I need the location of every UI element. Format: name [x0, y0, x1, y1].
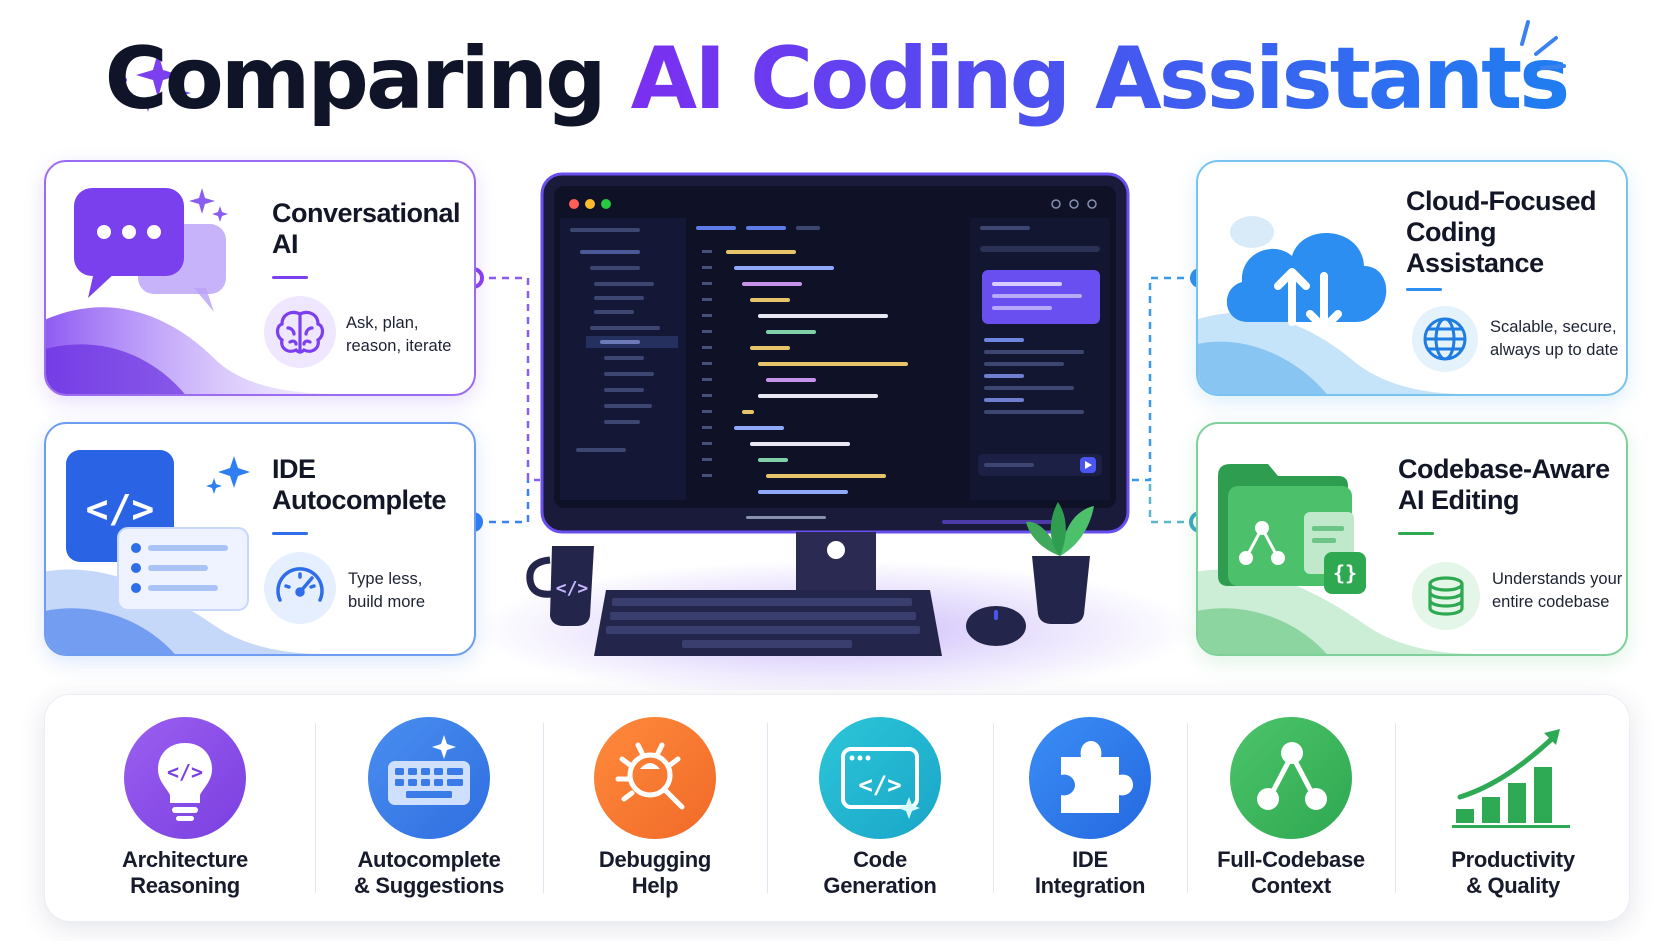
divider: [543, 723, 544, 893]
divider: [315, 723, 316, 893]
card-desc-line: entire codebase: [1492, 593, 1610, 611]
desk-illustration: </>: [460, 170, 1210, 700]
card-desc-line: Ask, plan,: [346, 314, 419, 332]
card-desc-line: reason, iterate: [346, 337, 452, 355]
divider: [1395, 723, 1396, 893]
card-title-line: Coding: [1406, 217, 1496, 247]
feature-code-generation[interactable]: </> Code Generation: [767, 695, 993, 923]
divider: [767, 723, 768, 893]
card-wave: [46, 307, 344, 394]
speedometer-icon: [264, 552, 336, 624]
card-title-line: Autocomplete: [272, 485, 447, 515]
feature-full-codebase-context[interactable]: Full-Codebase Context: [1187, 695, 1395, 923]
divider: [1187, 723, 1188, 893]
feature-label: & Suggestions: [353, 873, 505, 898]
feature-label: Code: [853, 847, 907, 872]
card-wave: [46, 569, 324, 654]
card-title-line: Cloud-Focused: [1406, 186, 1597, 216]
feature-label: Productivity: [1451, 847, 1575, 872]
database-icon: [1412, 562, 1480, 630]
feature-label: Debugging: [598, 847, 712, 872]
divider: [993, 723, 994, 893]
card-wave: [1198, 569, 1476, 654]
svg-text:</>: </>: [86, 487, 155, 531]
features-panel: </> Architecture Reasoning Autocomplete …: [44, 694, 1630, 922]
cloud-sync-icon: [1226, 216, 1387, 332]
card-title-line: AI Editing: [1398, 485, 1519, 515]
card-desc-line: Type less,: [348, 570, 423, 588]
code-window-icon: </>: [819, 717, 941, 839]
feature-autocomplete-suggestions[interactable]: Autocomplete & Suggestions: [315, 695, 543, 923]
code-editor-icon: </>: [66, 450, 250, 611]
svg-text:</>: </>: [858, 771, 901, 799]
card-title-line: AI: [272, 229, 299, 259]
network-icon: [1230, 717, 1352, 839]
chat-bubbles-icon: [74, 188, 228, 312]
globe-icon: [1412, 306, 1478, 372]
puzzle-icon: [1029, 717, 1151, 839]
card-ide-autocomplete[interactable]: </> IDE Autocomplete Type less, build mo…: [44, 422, 476, 656]
feature-label: Context: [1251, 873, 1331, 898]
feature-architecture-reasoning[interactable]: </> Architecture Reasoning: [85, 695, 285, 923]
card-title-line: IDE: [272, 454, 316, 484]
bug-magnifier-icon: [594, 717, 716, 839]
card-desc-line: always up to date: [1490, 341, 1619, 359]
title-accent: AI Coding Assistants: [630, 29, 1571, 129]
feature-label: Help: [631, 873, 679, 898]
card-rule: [1398, 532, 1434, 535]
card-desc-line: Understands your: [1492, 570, 1623, 588]
card-rule: [272, 276, 308, 279]
card-rule: [272, 532, 308, 535]
title-plain: Comparing: [104, 29, 631, 129]
feature-debugging-help[interactable]: Debugging Help: [543, 695, 767, 923]
card-title-line: Codebase-Aware: [1398, 454, 1610, 484]
feature-label: Full-Codebase: [1217, 847, 1365, 872]
card-cloud-focused[interactable]: Cloud-Focused Coding Assistance Scalable…: [1196, 160, 1628, 396]
card-conversational-ai[interactable]: Conversational AI Ask, plan, reason, ite…: [44, 160, 476, 396]
mug-code-icon: </>: [556, 578, 589, 599]
page-title: Comparing AI Coding Assistants: [0, 24, 1672, 134]
card-title-line: Conversational: [272, 198, 461, 228]
card-wave: [1198, 312, 1466, 394]
svg-text:</>: </>: [167, 760, 203, 784]
card-rule: [1406, 288, 1442, 291]
svg-text:{}: {}: [1333, 561, 1357, 585]
burst-icon: [1520, 20, 1566, 70]
feature-label: IDE: [1072, 847, 1108, 872]
lightbulb-code-icon: </>: [124, 717, 246, 839]
card-codebase-aware[interactable]: {} Codebase-Aware AI Editing Understands…: [1196, 422, 1628, 656]
feature-label: & Quality: [1466, 873, 1560, 898]
computer-monitor-icon: </>: [475, 172, 1195, 700]
card-desc-line: build more: [348, 593, 426, 611]
feature-label: Architecture: [122, 847, 248, 872]
keyboard-icon: [368, 717, 490, 839]
card-title-line: Assistance: [1406, 248, 1544, 278]
sparkle-icon: [121, 52, 191, 112]
feature-label: Generation: [823, 873, 937, 898]
feature-label: Autocomplete: [357, 847, 501, 872]
folder-network-icon: {}: [1218, 464, 1366, 594]
brain-icon: [264, 296, 336, 368]
card-desc-line: Scalable, secure,: [1490, 318, 1617, 336]
feature-label: Integration: [1034, 873, 1146, 898]
growth-chart-icon: [1452, 717, 1574, 839]
feature-ide-integration[interactable]: IDE Integration: [993, 695, 1187, 923]
feature-productivity-quality[interactable]: Productivity & Quality: [1395, 695, 1631, 923]
feature-label: Reasoning: [130, 873, 240, 898]
